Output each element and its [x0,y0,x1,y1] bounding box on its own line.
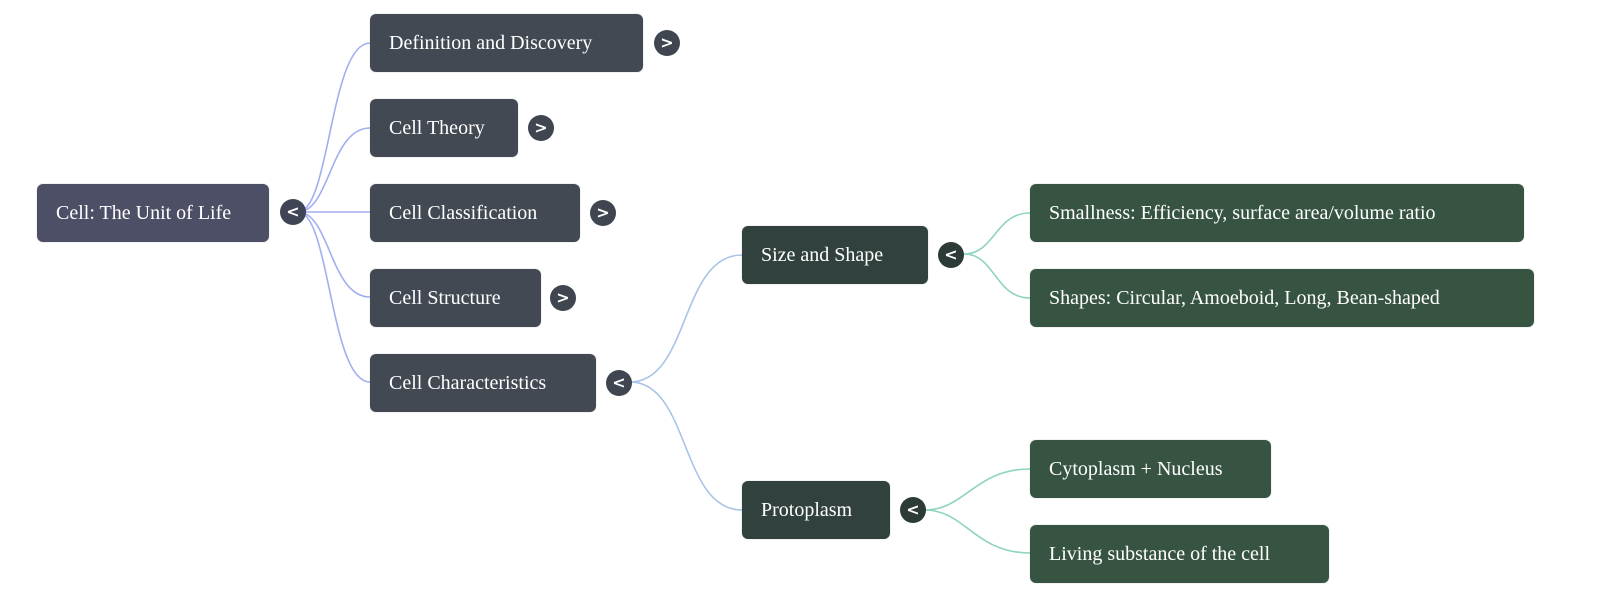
node-label: Shapes: Circular, Amoeboid, Long, Bean-s… [1049,287,1440,309]
edge-characteristics-size [629,254,743,383]
edge-characteristics-protoplasm [629,381,743,511]
edge-root-cell-theory [297,127,371,213]
node-label: Cell Characteristics [389,372,547,394]
node-label: Smallness: Efficiency, surface area/volu… [1049,202,1436,224]
node-smallness[interactable]: Smallness: Efficiency, surface area/volu… [1030,184,1524,242]
collapse-toggle-size-and-shape[interactable]: < [938,242,964,268]
expand-toggle-definition[interactable]: > [654,30,680,56]
edge-root-structure [297,211,371,298]
node-definition-and-discovery[interactable]: Definition and Discovery [370,14,643,72]
edge-root-definition [297,42,371,213]
node-cell-theory[interactable]: Cell Theory [370,99,518,157]
edge-size-smallness [963,212,1031,255]
node-size-and-shape[interactable]: Size and Shape [742,226,928,284]
collapse-toggle-cell-characteristics[interactable]: < [606,370,632,396]
node-label: Protoplasm [761,499,853,521]
node-label: Cytoplasm + Nucleus [1049,458,1223,480]
node-shapes[interactable]: Shapes: Circular, Amoeboid, Long, Bean-s… [1030,269,1534,327]
edge-size-shapes [963,253,1031,299]
edge-protoplasm-living [924,509,1031,554]
edge-protoplasm-cytoplasm [924,468,1031,511]
node-label: Living substance of the cell [1049,543,1271,565]
node-cell-classification[interactable]: Cell Classification [370,184,580,242]
expand-toggle-cell-classification[interactable]: > [590,200,616,226]
expand-toggle-cell-structure[interactable]: > [550,285,576,311]
node-cell-characteristics[interactable]: Cell Characteristics [370,354,596,412]
node-label: Cell Structure [389,287,501,309]
edge-root-characteristics [297,211,371,383]
root-node-label: Cell: The Unit of Life [56,202,232,224]
node-cell-structure[interactable]: Cell Structure [370,269,541,327]
node-label: Cell Classification [389,202,538,224]
node-protoplasm[interactable]: Protoplasm [742,481,890,539]
root-node[interactable]: Cell: The Unit of Life [37,184,269,242]
node-label: Definition and Discovery [389,32,593,54]
collapse-toggle-protoplasm[interactable]: < [900,497,926,523]
node-cytoplasm-nucleus[interactable]: Cytoplasm + Nucleus [1030,440,1271,498]
expand-toggle-cell-theory[interactable]: > [528,115,554,141]
node-living-substance[interactable]: Living substance of the cell [1030,525,1329,583]
collapse-toggle-root[interactable]: < [280,199,306,225]
node-label: Size and Shape [761,244,884,266]
node-label: Cell Theory [389,117,485,139]
